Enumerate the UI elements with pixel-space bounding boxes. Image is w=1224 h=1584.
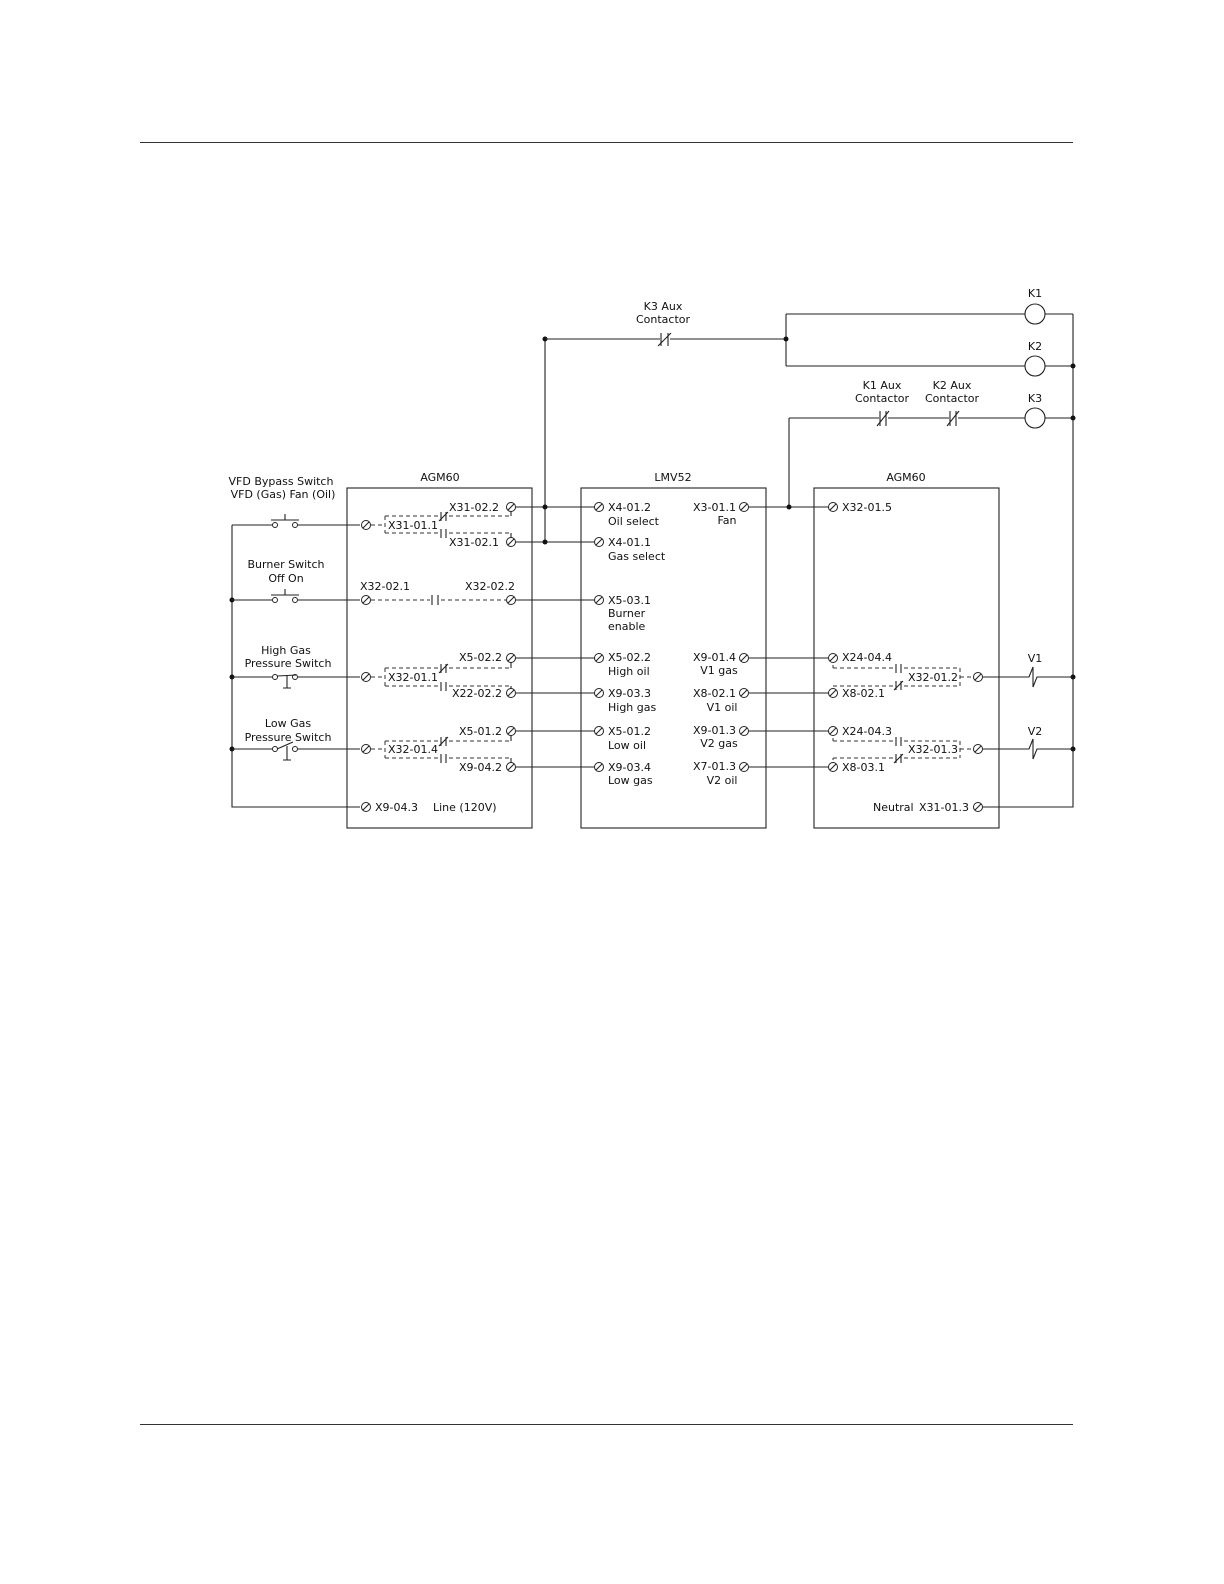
k1-label: K1	[1028, 287, 1042, 300]
lmv-x5-01-2: X5-01.2	[608, 725, 651, 738]
k1-k2-aux-contactors	[789, 410, 1025, 427]
agm-right-x32-01-5: X32-01.5	[842, 501, 892, 514]
low-gas-pressure-switch	[232, 741, 360, 761]
agm-right-x24-04-4: X24-04.4	[842, 651, 892, 664]
lmv-x5-03-1: X5-03.1	[608, 594, 651, 607]
lmv-terminal-symbols	[594, 502, 749, 772]
lmv-low-gas: Low gas	[608, 774, 653, 787]
v2-label: V2	[1028, 725, 1043, 738]
lmv-enable: enable	[608, 620, 646, 633]
agm-left-x32-02-1: X32-02.1	[360, 580, 410, 593]
vfd-bypass-switch	[232, 514, 360, 528]
lmv-high-oil: High oil	[608, 665, 650, 678]
k3-aux-sublabel: Contactor	[636, 313, 691, 326]
burner-switch	[232, 589, 360, 603]
agm-left-x31-02-1: X31-02.1	[449, 536, 499, 549]
lmv-x8-02-1: X8-02.1	[693, 687, 736, 700]
k2-aux-label: K2 Aux	[933, 379, 972, 392]
lmv-high-gas: High gas	[608, 701, 657, 714]
lmv-v2-oil: V2 oil	[707, 774, 738, 787]
agm-left-x22-02-2: X22-02.2	[452, 687, 502, 700]
k3-label: K3	[1028, 392, 1042, 405]
v1-valve	[983, 666, 1073, 688]
lmv-v2-gas: V2 gas	[700, 737, 738, 750]
lmv-x9-03-3: X9-03.3	[608, 687, 651, 700]
agm-lmv-wires	[516, 336, 595, 768]
lmv-burner: Burner	[608, 607, 646, 620]
lmv-x3-01-1: X3-01.1	[693, 501, 736, 514]
k3-coil	[1024, 407, 1073, 429]
agm-right-terminal-symbols	[828, 502, 983, 812]
agm-left-terminal-symbols	[361, 502, 516, 812]
burner-switch-label: Burner Switch	[248, 558, 325, 571]
agm-right-x32-01-3: X32-01.3	[908, 743, 958, 756]
lmv-x5-02-2: X5-02.2	[608, 651, 651, 664]
high-gas-label: High Gas	[261, 644, 311, 657]
lmv-low-oil: Low oil	[608, 739, 646, 752]
k1-coil	[1024, 303, 1073, 325]
lmv-agm-wires	[749, 418, 829, 768]
burner-switch-sublabel: Off On	[268, 572, 303, 585]
agm-right-x32-01-2: X32-01.2	[908, 671, 958, 684]
agm-right-x8-03-1: X8-03.1	[842, 761, 885, 774]
vfd-switch-sublabel: VFD (Gas) Fan (Oil)	[231, 488, 336, 501]
agm-left-line-label: Line (120V)	[433, 801, 497, 814]
agm-left-x5-02-2: X5-02.2	[459, 651, 502, 664]
lmv-x9-03-4: X9-03.4	[608, 761, 651, 774]
agm-left-x9-04-3: X9-04.3	[375, 801, 418, 814]
vfd-switch-label: VFD Bypass Switch	[229, 475, 334, 488]
agm-right-x24-04-3: X24-04.3	[842, 725, 892, 738]
lmv-v1-oil: V1 oil	[707, 701, 738, 714]
lmv-x9-01-4: X9-01.4	[693, 651, 736, 664]
agm60-left-box	[346, 487, 533, 829]
v2-valve	[983, 738, 1073, 760]
agm-right-x8-02-1: X8-02.1	[842, 687, 885, 700]
lmv52-title: LMV52	[654, 471, 691, 484]
k2-label: K2	[1028, 340, 1042, 353]
lmv-oil-select: Oil select	[608, 515, 660, 528]
agm-left-x5-01-2: X5-01.2	[459, 725, 502, 738]
lmv-x4-01-1: X4-01.1	[608, 536, 651, 549]
agm60-right-title: AGM60	[886, 471, 925, 484]
right-neutral-bus	[983, 314, 1076, 808]
agm-left-x32-01-4: X32-01.4	[388, 743, 438, 756]
low-gas-sublabel: Pressure Switch	[245, 731, 332, 744]
footer-rule	[140, 1424, 1073, 1425]
low-gas-label: Low Gas	[265, 717, 311, 730]
agm-left-x31-01-1: X31-01.1	[388, 519, 438, 532]
agm-left-x32-01-1: X32-01.1	[388, 671, 438, 684]
lmv-x7-01-3: X7-01.3	[693, 760, 736, 773]
k2-aux-sublabel: Contactor	[925, 392, 980, 405]
k3-aux-contactor	[545, 332, 786, 347]
agm-left-x32-02-2: X32-02.2	[465, 580, 515, 593]
agm-left-x31-02-2: X31-02.2	[449, 501, 499, 514]
agm-right-neutral-label: Neutral	[873, 801, 914, 814]
agm-left-x9-04-2: X9-04.2	[459, 761, 502, 774]
lmv-x4-01-2: X4-01.2	[608, 501, 651, 514]
v1-label: V1	[1028, 652, 1043, 665]
agm60-left-title: AGM60	[420, 471, 459, 484]
lmv-v1-gas: V1 gas	[700, 664, 738, 677]
lmv-fan: Fan	[717, 514, 736, 527]
agm-right-x31-01-3: X31-01.3	[919, 801, 969, 814]
k2-coil	[1024, 355, 1073, 377]
lmv-x9-01-3: X9-01.3	[693, 724, 736, 737]
header-rule	[140, 142, 1073, 143]
high-gas-pressure-switch	[232, 674, 360, 689]
lmv-gas-select: Gas select	[608, 550, 666, 563]
k1-aux-sublabel: Contactor	[855, 392, 910, 405]
high-gas-sublabel: Pressure Switch	[245, 657, 332, 670]
k1-k2-coil-branch	[783, 313, 1025, 367]
k3-aux-label: K3 Aux	[644, 300, 683, 313]
k1-aux-label: K1 Aux	[863, 379, 902, 392]
